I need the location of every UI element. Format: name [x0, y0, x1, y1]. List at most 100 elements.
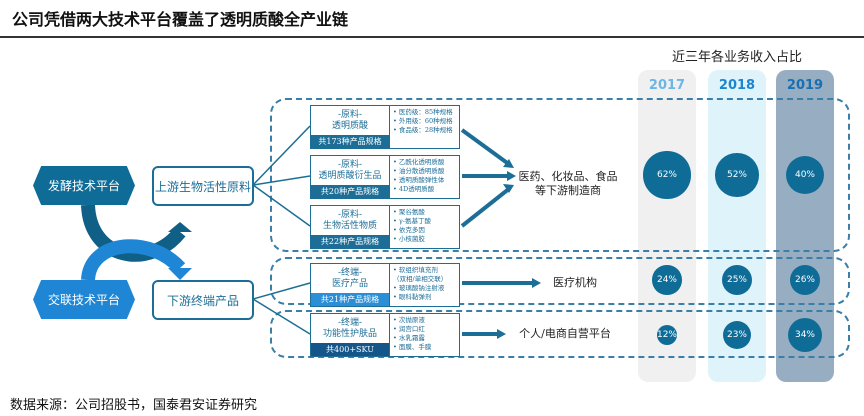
share-circle: 26% — [789, 264, 821, 296]
product-list: • 次抛原液• 润宫口红• 水乳霜露• 面膜、手膜 — [390, 314, 459, 356]
channel-medical: 医疗机构 — [553, 276, 597, 289]
product-item-text: 透明质酸弹性体 — [398, 176, 445, 184]
share-circle: 40% — [786, 156, 824, 194]
product-list-item: • 4D透明质酸 — [393, 185, 435, 193]
medical-group — [270, 257, 850, 305]
product-card: -原料-透明质酸衍生品共20种产品规格• 乙酰化透明质酸• 油分散透明质酸• 透… — [310, 155, 460, 199]
product-item-text: 油分散透明质酸 — [398, 167, 445, 175]
product-item-text: 食品级：28种规格 — [398, 126, 453, 134]
product-list-item: （双相/单相交联） — [393, 275, 456, 284]
product-item-text: 聚谷氨酸 — [398, 208, 425, 216]
product-list-item: • 医药级：85种规格 — [393, 108, 453, 116]
product-item-text: γ-氨基丁酸 — [398, 217, 431, 225]
channel-line: 等下游制造商 — [535, 184, 601, 197]
product-list-item: • 外用级：60种规格 — [393, 117, 453, 125]
product-title: -原料-透明质酸衍生品 — [311, 156, 389, 185]
year-label: 2017 — [648, 78, 686, 93]
product-label: -原料-透明质酸衍生品共20种产品规格 — [311, 156, 390, 198]
product-count: 共22种产品规格 — [311, 235, 389, 248]
product-tag: -终端- — [337, 267, 363, 278]
product-name: 透明质酸 — [331, 120, 368, 131]
product-item-text: 眼科黏弹剂 — [398, 293, 432, 301]
year-label: 2019 — [786, 78, 824, 93]
product-list-item: • 依克多因 — [393, 226, 425, 234]
product-list-item: • 次抛原液 — [393, 316, 425, 324]
crosslink-platform: 交联技术平台 — [33, 280, 135, 319]
product-item-text: 医药级：85种规格 — [398, 108, 453, 116]
product-list-item: • 软组织填充剂 — [393, 266, 438, 274]
product-name: 生物活性物质 — [322, 220, 377, 231]
product-title: -终端-功能性护肤品 — [311, 314, 389, 343]
product-tag: -原料- — [337, 209, 363, 220]
channel-consumer: 个人/电商自营平台 — [519, 327, 611, 340]
product-card: -原料-透明质酸共173种产品规格• 医药级：85种规格• 外用级：60种规格•… — [310, 105, 460, 149]
product-item-text: 乙酰化透明质酸 — [398, 158, 445, 166]
share-circle: 52% — [715, 153, 759, 197]
upstream-group — [270, 98, 850, 252]
product-name: 医疗产品 — [331, 278, 368, 289]
product-item-text: 润宫口红 — [398, 325, 425, 333]
product-item-text: 依克多因 — [398, 226, 425, 234]
product-list: • 软组织填充剂（双相/单相交联）• 玻璃酸钠注射液• 眼科黏弹剂 — [390, 264, 459, 306]
product-item-text: 4D透明质酸 — [398, 185, 435, 193]
product-label: -终端-医疗产品共21种产品规格 — [311, 264, 390, 306]
share-circle: 24% — [652, 265, 682, 295]
product-list-item: • 润宫口红 — [393, 325, 425, 333]
product-card: -终端-功能性护肤品共400+SKU• 次抛原液• 润宫口红• 水乳霜露• 面膜… — [310, 313, 460, 357]
downstream-segment: 下游终端产品 — [152, 280, 254, 320]
share-circle: 34% — [787, 317, 823, 353]
product-item-text: 软组织填充剂 — [398, 266, 438, 274]
product-item-text: 面膜、手膜 — [398, 343, 432, 351]
product-item-text: （双相/单相交联） — [393, 275, 448, 283]
product-name: 透明质酸衍生品 — [318, 170, 382, 181]
channel-manufacturers: 医药、化妆品、食品等下游制造商 — [508, 170, 628, 198]
product-title: -终端-医疗产品 — [311, 264, 389, 293]
product-item-text: 小核菌胶 — [398, 235, 425, 243]
product-count: 共21种产品规格 — [311, 293, 389, 306]
product-name: 功能性护肤品 — [322, 328, 377, 339]
consumer-group — [270, 310, 850, 358]
product-label: -原料-生物活性物质共22种产品规格 — [311, 206, 390, 248]
product-list-item: • 小核菌胶 — [393, 235, 425, 243]
product-card: -原料-生物活性物质共22种产品规格• 聚谷氨酸• γ-氨基丁酸• 依克多因• … — [310, 205, 460, 249]
upstream-segment: 上游生物活性原料 — [152, 166, 254, 206]
product-item-text: 次抛原液 — [398, 316, 425, 324]
product-list-item: • 面膜、手膜 — [393, 343, 432, 351]
chart-title: 近三年各业务收入占比 — [671, 50, 802, 65]
share-circle: 12% — [656, 324, 678, 346]
product-label: -终端-功能性护肤品共400+SKU — [311, 314, 390, 356]
channel-line: 医药、化妆品、食品 — [518, 170, 618, 183]
fermentation-platform: 发酵技术平台 — [33, 166, 135, 205]
product-label: -原料-透明质酸共173种产品规格 — [311, 106, 390, 148]
product-list-item: • 眼科黏弹剂 — [393, 293, 432, 301]
product-list-item: • 聚谷氨酸 — [393, 208, 425, 216]
source-note: 数据来源：公司招股书，国泰君安证券研究 — [10, 398, 258, 413]
product-list-item: • 水乳霜露 — [393, 334, 425, 342]
product-list-item: • 油分散透明质酸 — [393, 167, 445, 175]
product-list: • 乙酰化透明质酸• 油分散透明质酸• 透明质酸弹性体• 4D透明质酸 — [390, 156, 459, 198]
share-circle: 25% — [722, 265, 752, 295]
product-title: -原料-生物活性物质 — [311, 206, 389, 235]
product-list-item: • 玻璃酸钠注射液 — [393, 284, 445, 292]
product-tag: -原料- — [337, 109, 363, 120]
product-list: • 医药级：85种规格• 外用级：60种规格• 食品级：28种规格 — [390, 106, 459, 148]
share-circle: 23% — [722, 320, 752, 350]
share-circle: 62% — [643, 151, 691, 199]
year-label: 2018 — [718, 78, 756, 93]
product-item-text: 水乳霜露 — [398, 334, 425, 342]
product-list: • 聚谷氨酸• γ-氨基丁酸• 依克多因• 小核菌胶 — [390, 206, 459, 248]
product-item-text: 玻璃酸钠注射液 — [398, 284, 445, 292]
product-list-item: • 食品级：28种规格 — [393, 126, 453, 134]
product-item-text: 外用级：60种规格 — [398, 117, 453, 125]
product-tag: -原料- — [337, 159, 363, 170]
product-count: 共173种产品规格 — [311, 135, 389, 148]
product-count: 共20种产品规格 — [311, 185, 389, 198]
product-title: -原料-透明质酸 — [311, 106, 389, 135]
title-divider — [0, 36, 864, 38]
page-title: 公司凭借两大技术平台覆盖了透明质酸全产业链 — [12, 10, 349, 29]
product-list-item: • γ-氨基丁酸 — [393, 217, 431, 225]
product-list-item: • 透明质酸弹性体 — [393, 176, 445, 184]
product-count: 共400+SKU — [311, 343, 389, 356]
product-card: -终端-医疗产品共21种产品规格• 软组织填充剂（双相/单相交联）• 玻璃酸钠注… — [310, 263, 460, 307]
product-list-item: • 乙酰化透明质酸 — [393, 158, 445, 166]
